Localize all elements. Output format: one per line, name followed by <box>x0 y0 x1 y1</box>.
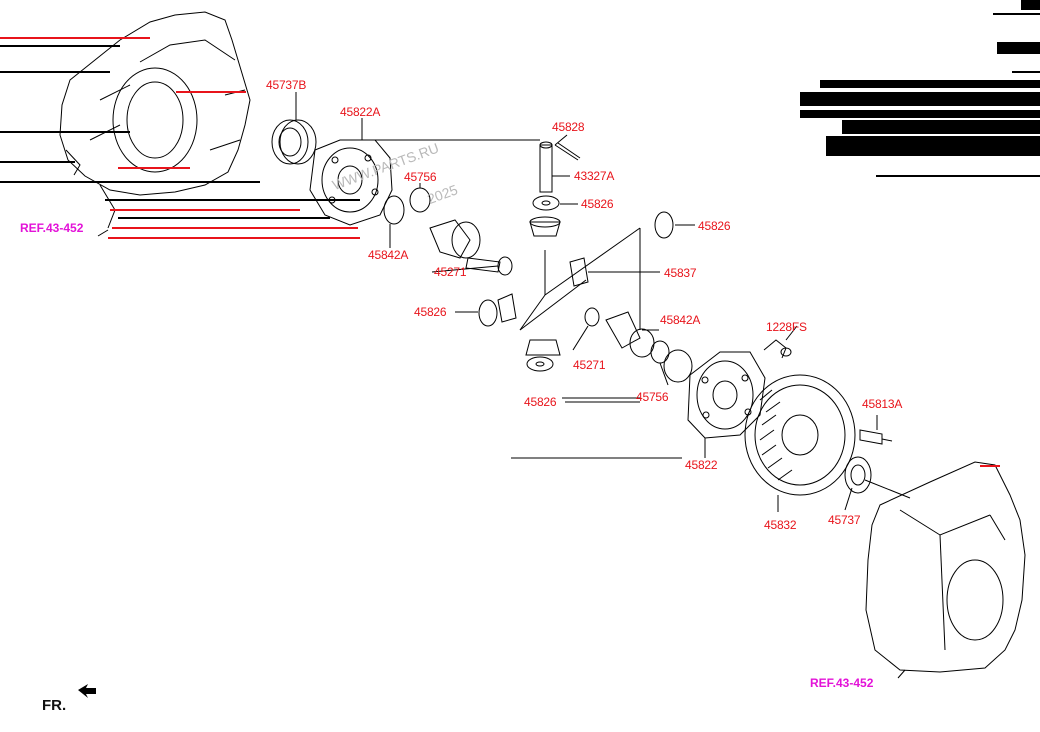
red-marks <box>0 37 1000 467</box>
pinion-gear-top <box>529 216 561 237</box>
pinion-gear-left <box>497 293 517 323</box>
redaction-block <box>800 92 1040 106</box>
part-label-45842a-lower[interactable]: 45842A <box>660 313 701 327</box>
part-label-45842a-upper[interactable]: 45842A <box>368 248 409 262</box>
pinion-gear-right <box>569 257 589 287</box>
redaction-block <box>842 120 1040 134</box>
pin-45828 <box>539 141 581 193</box>
part-label-1228fs[interactable]: 1228FS <box>766 320 807 334</box>
part-label-45271-upper[interactable]: 45271 <box>434 265 467 279</box>
part-label-45271-lower[interactable]: 45271 <box>573 358 606 372</box>
pinion-gear-bottom <box>525 339 561 356</box>
part-label-45826-right[interactable]: 45826 <box>698 219 731 233</box>
side-gear-lower <box>584 307 693 383</box>
redaction-block <box>1021 0 1040 10</box>
part-label-45822a[interactable]: 45822A <box>340 105 381 119</box>
part-label-45756-lower[interactable]: 45756 <box>636 390 669 404</box>
direction-label: FR. <box>42 697 67 714</box>
leader-lines <box>295 92 911 512</box>
part-label-45826-left[interactable]: 45826 <box>414 305 447 319</box>
washer-45826-right <box>654 211 674 239</box>
part-label-45828[interactable]: 45828 <box>552 120 585 134</box>
forward-arrow-icon <box>78 684 96 698</box>
redaction-block <box>997 42 1040 54</box>
redaction-block <box>820 80 1040 88</box>
part-label-45832[interactable]: 45832 <box>764 518 797 532</box>
part-label-45837[interactable]: 45837 <box>664 266 697 280</box>
ref-label-top[interactable]: REF.43-452 <box>20 221 84 235</box>
ref-label-bottom[interactable]: REF.43-452 <box>810 676 874 690</box>
washer-45826-bottom <box>526 356 554 372</box>
washer-45826-top <box>532 195 560 211</box>
bearing-45737 <box>844 456 872 494</box>
black-marks <box>0 13 1040 219</box>
part-label-45756-upper[interactable]: 45756 <box>404 170 437 184</box>
part-label-45813a[interactable]: 45813A <box>862 397 903 411</box>
case-45822 <box>687 351 766 439</box>
redaction-block <box>800 110 1040 118</box>
redaction-block <box>826 136 1040 156</box>
part-label-45737[interactable]: 45737 <box>828 513 861 527</box>
part-label-45737b[interactable]: 45737B <box>266 78 307 92</box>
bolt-1228fs <box>763 339 792 359</box>
bearing-45737b <box>271 119 317 165</box>
part-label-45822[interactable]: 45822 <box>685 458 718 472</box>
part-label-43327a[interactable]: 43327A <box>574 169 615 183</box>
part-label-45826-top[interactable]: 45826 <box>581 197 614 211</box>
washer-45826-left <box>478 299 498 327</box>
part-label-45826-bottom[interactable]: 45826 <box>524 395 557 409</box>
bolt-45813a <box>859 429 893 445</box>
ring-gear-45832 <box>744 374 856 496</box>
right-housing <box>865 461 1026 679</box>
